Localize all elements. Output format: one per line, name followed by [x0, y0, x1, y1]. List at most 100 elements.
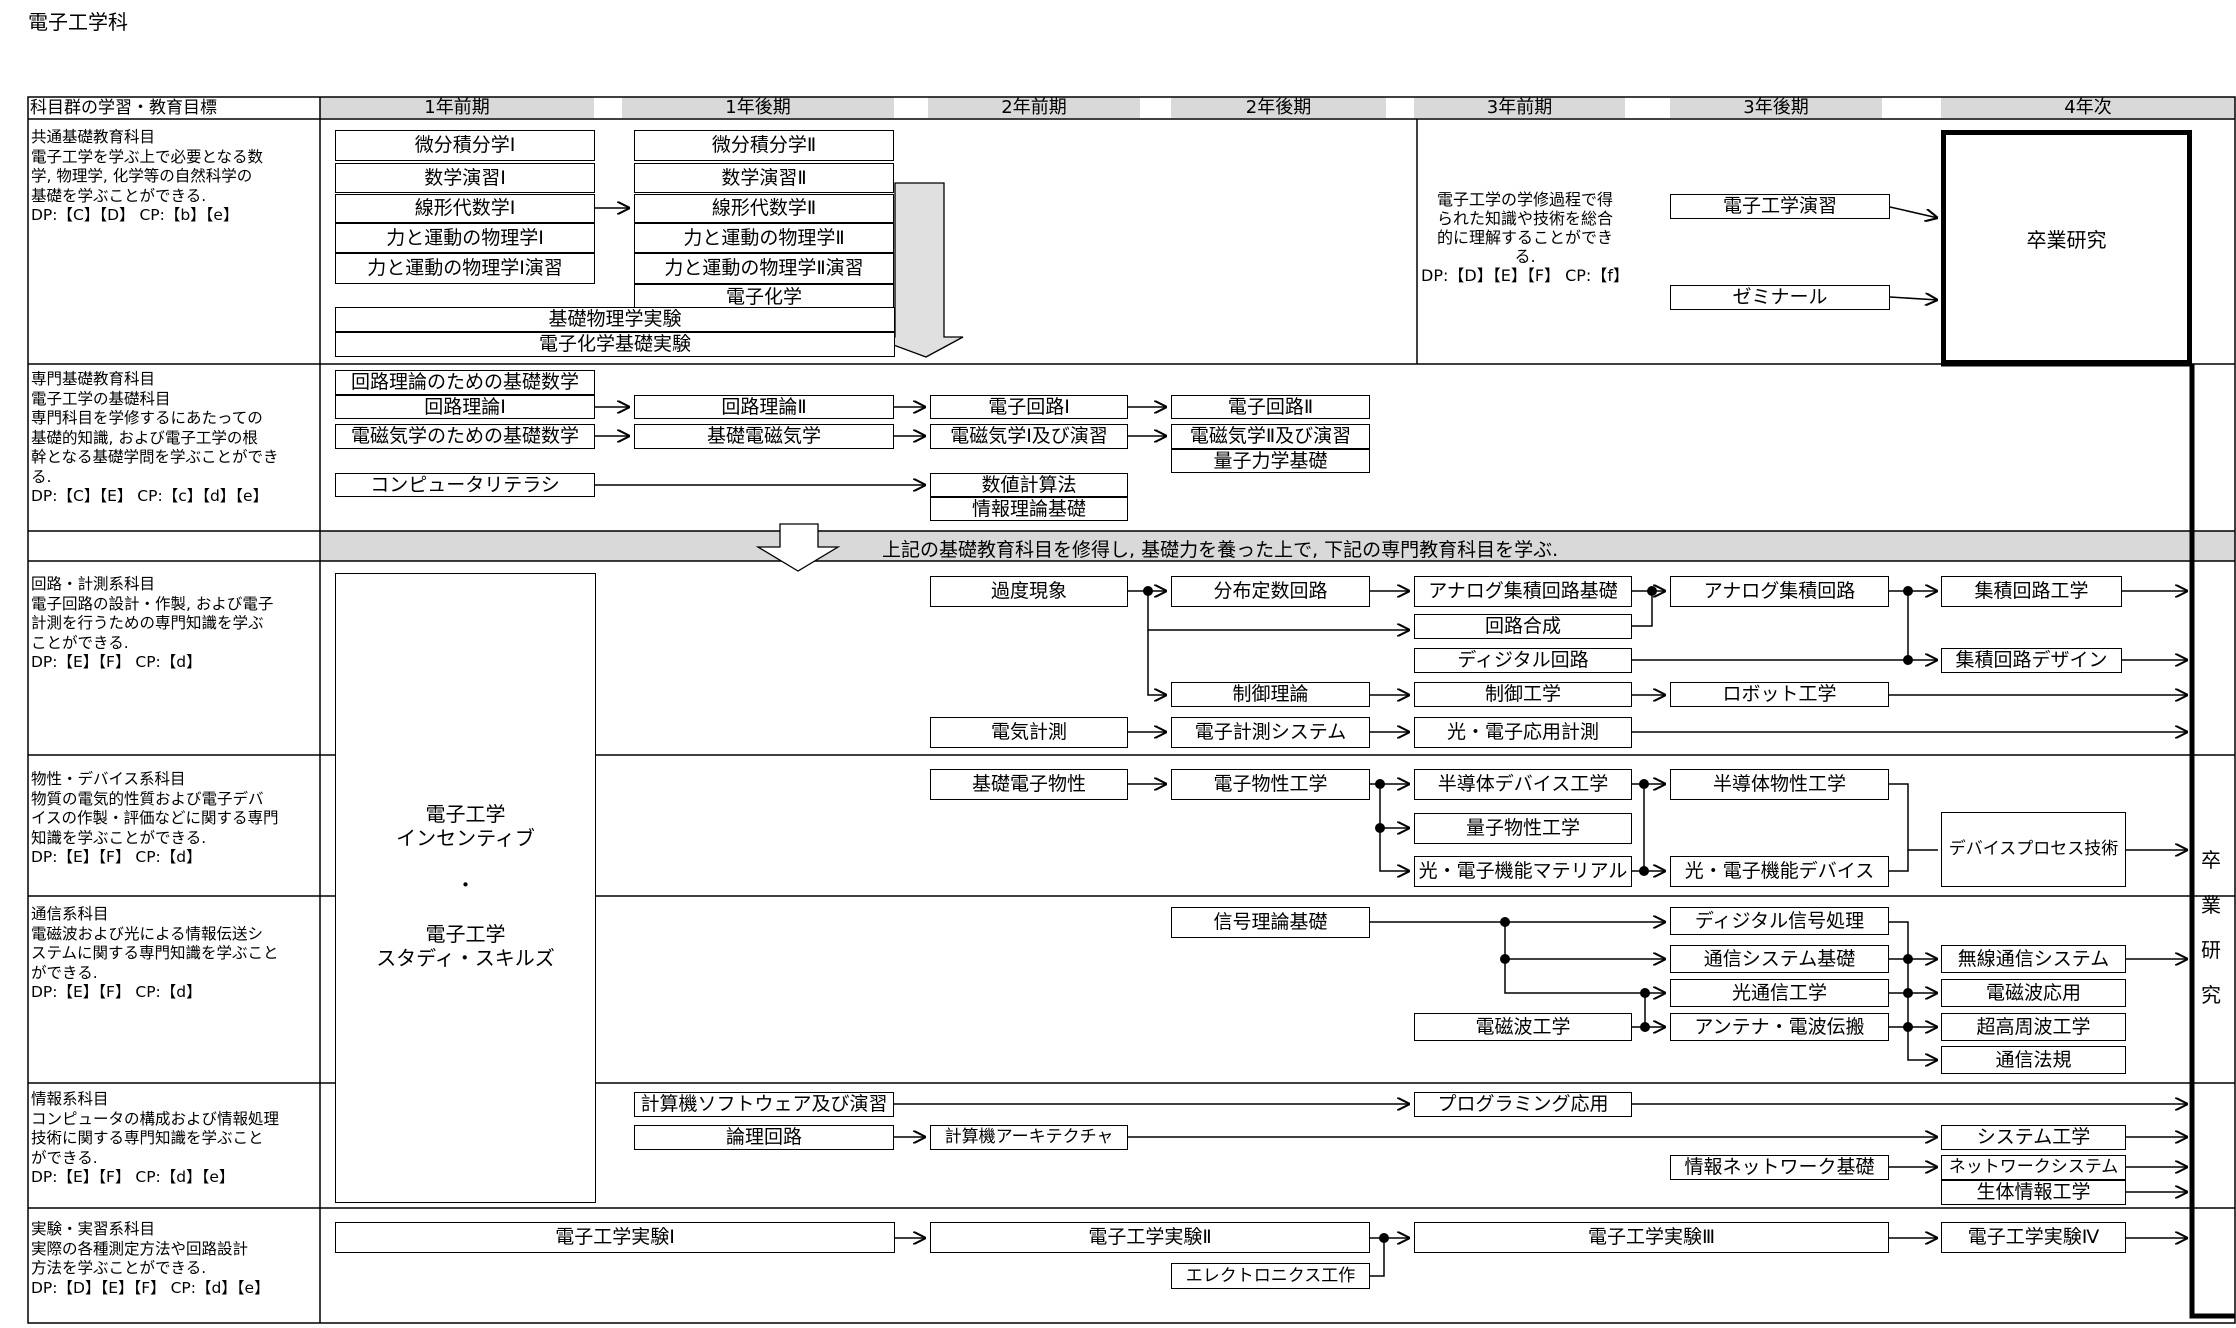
connector-38 — [1504, 922, 1666, 993]
course-hikaritsushin: 光通信工学 — [1670, 979, 1889, 1007]
group-circuit-measurement: 回路・計測系科目 電子回路の設計・作製, および電子 計測を行うための専門知識を… — [31, 575, 274, 671]
course-sugaku2: 数学演習Ⅱ — [634, 163, 894, 193]
course-computer: コンピュータリテラシ — [335, 473, 595, 497]
header-period-1: 1年前期 — [424, 97, 490, 118]
group-specialized-basic: 専門基礎教育科目 電子工学の基礎科目 専門科目を学修するにあたっての 基礎的知識… — [31, 370, 279, 505]
course-rikigaku2e: 力と運動の物理学Ⅱ演習 — [634, 253, 894, 284]
connector-34 — [1889, 783, 1938, 851]
course-seigyo: 制御理論 — [1171, 682, 1370, 707]
group-communications: 通信系科目 電磁波および光による情報伝送シ ステムに関する専門知識を学ぶこと が… — [31, 905, 279, 1001]
course-suchi: 数値計算法 — [930, 473, 1128, 497]
connector-42 — [1889, 921, 1938, 959]
course-robot: ロボット工学 — [1670, 682, 1889, 707]
header-group-col: 科目群の学習・教育目標 — [30, 98, 217, 118]
incentive-dot: ・ — [455, 873, 476, 897]
course-musen: 無線通信システム — [1941, 945, 2126, 973]
connector-1 — [1889, 206, 1938, 218]
course-kairogosei: 回路合成 — [1414, 614, 1632, 639]
junction-dot — [1639, 779, 1649, 789]
header-period-5: 3年前期 — [1486, 97, 1553, 118]
course-digitalsignal: ディジタル信号処理 — [1670, 907, 1889, 935]
course-denshibussei: 電子物性工学 — [1171, 769, 1370, 800]
course-antenna: アンテナ・電波伝搬 — [1670, 1013, 1889, 1041]
course-network: 情報ネットワーク基礎 — [1670, 1155, 1889, 1180]
course-kairokiso: 回路理論のための基礎数学 — [335, 370, 595, 395]
junction-dot — [1500, 917, 1510, 927]
course-shingo: 信号理論基礎 — [1171, 907, 1370, 938]
junction-dot — [1903, 586, 1913, 596]
course-denshikairo2: 電子回路Ⅱ — [1171, 395, 1370, 419]
course-ryoshi: 量子力学基礎 — [1171, 449, 1370, 473]
incentive-line-2: インセンティブ — [396, 826, 535, 850]
course-sugaku1: 数学演習Ⅰ — [335, 163, 595, 193]
incentive-line-1: 電子工学 — [425, 802, 506, 826]
course-denji1: 電磁気学Ⅰ及び演習 — [930, 424, 1128, 449]
banner-text: 上記の基礎教育科目を修得し, 基礎力を養った上で, 下記の専門教育科目を学ぶ. — [882, 539, 1559, 561]
junction-dot — [1640, 988, 1650, 998]
connector-58 — [1370, 1238, 1385, 1277]
course-device: 光・電子機能デバイス — [1670, 856, 1889, 887]
course-jikken2: 電子工学実験Ⅱ — [930, 1222, 1370, 1253]
course-jikken4: 電子工学実験Ⅳ — [1941, 1222, 2126, 1253]
course-program: プログラミング応用 — [1414, 1092, 1632, 1117]
course-analog2: アナログ集積回路 — [1670, 576, 1889, 607]
page-title: 電子工学科 — [28, 10, 128, 34]
junction-dot — [1640, 1022, 1650, 1032]
course-denshikagakujikken: 電子化学基礎実験 — [335, 332, 895, 357]
incentive-line-4: スタディ・スキルズ — [376, 946, 555, 970]
graduation-research-vertical: 卒 業 研 究 — [2201, 848, 2221, 1007]
connector-32 — [1643, 784, 1666, 871]
course-joho: 情報理論基礎 — [930, 497, 1128, 521]
course-rikigaku1e: 力と運動の物理学Ⅰ演習 — [335, 253, 595, 284]
group-common-basic: 共通基礎教育科目 電子工学を学ぶ上で必要となる数 学, 物理学, 化学等の自然科… — [31, 128, 264, 224]
course-shusekidesign: 集積回路デザイン — [1941, 648, 2122, 673]
course-kisobutsuri: 基礎物理学実験 — [335, 307, 895, 332]
course-seminar: ゼミナール — [1670, 285, 1890, 310]
course-handotaidevice: 半導体デバイス工学 — [1414, 769, 1632, 800]
junction-dot — [1375, 823, 1385, 833]
course-material: 光・電子機能マテリアル — [1414, 856, 1632, 887]
course-chokoshuha: 超高周波工学 — [1941, 1013, 2126, 1041]
course-enshu: 電子工学演習 — [1670, 194, 1890, 219]
incentive-line-3: 電子工学 — [425, 922, 506, 946]
course-software: 計算機ソフトウェア及び演習 — [634, 1092, 894, 1117]
header-period-7: 4年次 — [2064, 97, 2112, 118]
connector-2 — [1889, 297, 1938, 300]
connector-15 — [1632, 591, 1653, 627]
course-ronri: 論理回路 — [634, 1125, 894, 1150]
course-denshikagaku: 電子化学 — [634, 284, 894, 311]
course-analog: アナログ集積回路基礎 — [1414, 576, 1632, 607]
course-bisekibun1: 微分積分学Ⅰ — [335, 130, 595, 161]
course-senkei2: 線形代数学Ⅱ — [634, 194, 894, 223]
course-kairo1: 回路理論Ⅰ — [335, 395, 595, 419]
junction-dot — [1143, 586, 1153, 596]
course-digital: ディジタル回路 — [1414, 648, 1632, 673]
course-denkikeisoku: 電気計測 — [930, 717, 1128, 748]
course-process: デバイスプロセス技術 — [1941, 812, 2126, 887]
course-denjiha-oyo: 電磁波応用 — [1941, 979, 2126, 1007]
group-experiments: 実験・実習系科目 実際の各種測定方法や回路設計 方法を学ぶことができる. DP:… — [31, 1220, 270, 1297]
connector-12 — [1147, 630, 1167, 695]
incentive-study-skills-box — [335, 573, 596, 1203]
course-electronics: エレクトロニクス工作 — [1171, 1263, 1370, 1289]
course-denjiha: 電磁波工学 — [1414, 1013, 1632, 1041]
course-handotaibussei: 半導体物性工学 — [1670, 769, 1889, 800]
junction-dot — [1903, 954, 1913, 964]
course-jikken3: 電子工学実験Ⅲ — [1414, 1222, 1889, 1253]
group-information: 情報系科目 コンピュータの構成および情報処理 技術に関する専門知識を学ぶこと が… — [31, 1090, 280, 1186]
course-bisekibun2: 微分積分学Ⅱ — [634, 130, 894, 161]
course-tsushinsys: 通信システム基礎 — [1670, 945, 1889, 973]
junction-dot — [1903, 1022, 1913, 1032]
junction-dot — [1647, 586, 1657, 596]
course-senkei1: 線形代数学Ⅰ — [335, 194, 595, 223]
junction-dot — [1500, 954, 1510, 964]
connector-35 — [1889, 850, 1909, 872]
course-kisobussei: 基礎電子物性 — [930, 769, 1128, 800]
course-system: システム工学 — [1941, 1125, 2126, 1150]
course-jikken1: 電子工学実験Ⅰ — [335, 1222, 895, 1253]
junction-dot — [1379, 1233, 1389, 1243]
course-denjikiso: 電磁気学のための基礎数学 — [335, 424, 595, 449]
junction-dot — [1375, 779, 1385, 789]
course-ryoshibussei: 量子物性工学 — [1414, 813, 1632, 844]
